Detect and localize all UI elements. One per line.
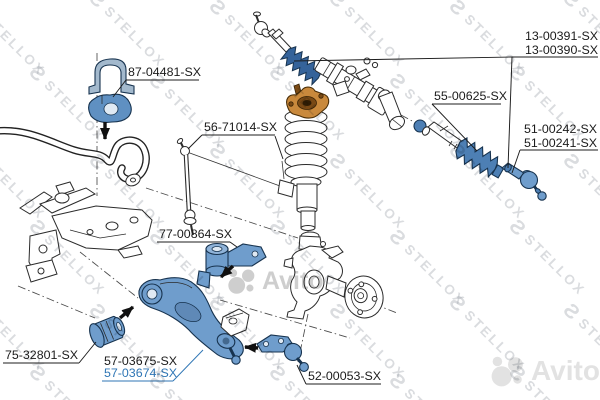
tie-rod-end-drawing: [501, 162, 547, 201]
strut-mount-drawing: [286, 83, 330, 119]
part-labels: 87-04481-SX 13-00391-SX 13-00390-SX 55-0…: [3, 29, 598, 385]
label-front-bushing: 75-32801-SX: [5, 348, 78, 362]
stabilizer-bracket-drawing: [88, 58, 135, 95]
label-tie-rod-assembly-1: 13-00391-SX: [525, 29, 598, 43]
label-rear-bushing: 77-00864-SX: [159, 227, 232, 241]
assembly-arrows: [100, 122, 259, 353]
steering-rack-drawing: [253, 11, 405, 131]
label-tie-rod-end-2: 51-00241-SX: [524, 136, 597, 150]
label-steering-boot: 55-00625-SX: [434, 89, 507, 103]
arrow-upright-icon: [118, 305, 135, 320]
arrow-left-icon: [244, 342, 259, 353]
label-tie-rod-end-1: 51-00242-SX: [524, 122, 597, 136]
front-bushing-drawing: [89, 315, 126, 348]
label-stabilizer-bushing: 87-04481-SX: [128, 65, 201, 79]
stabilizer-bushing-drawing: [88, 93, 132, 123]
subframe-drawing: [19, 181, 153, 283]
label-control-arm-highlighted: 57-03674-SX: [104, 366, 177, 380]
tie-rod-drawing: [413, 119, 547, 201]
label-control-arm-alt: 57-03675-SX: [104, 354, 177, 368]
ball-joint-drawing: [256, 334, 309, 372]
rear-bushing-drawing: [205, 242, 267, 277]
control-arm-drawing: [138, 270, 244, 365]
knuckle-hub-drawing: [283, 231, 384, 320]
arrow-downleft-icon: [219, 264, 235, 279]
label-stabilizer-link: 56-71014-SX: [204, 120, 277, 134]
shield-plate-drawing: [220, 308, 250, 337]
strut-assembly-drawing: [277, 109, 328, 231]
stabilizer-bar-drawing: [0, 126, 150, 187]
label-ball-joint: 52-00053-SX: [308, 369, 381, 383]
steering-boot-drawing: [455, 136, 505, 179]
stabilizer-link-drawing: [176, 138, 197, 236]
assembly-guide-lines: [17, 53, 415, 363]
rack-bellows-left: [279, 46, 322, 86]
label-tie-rod-assembly-2: 13-00390-SX: [525, 43, 598, 57]
